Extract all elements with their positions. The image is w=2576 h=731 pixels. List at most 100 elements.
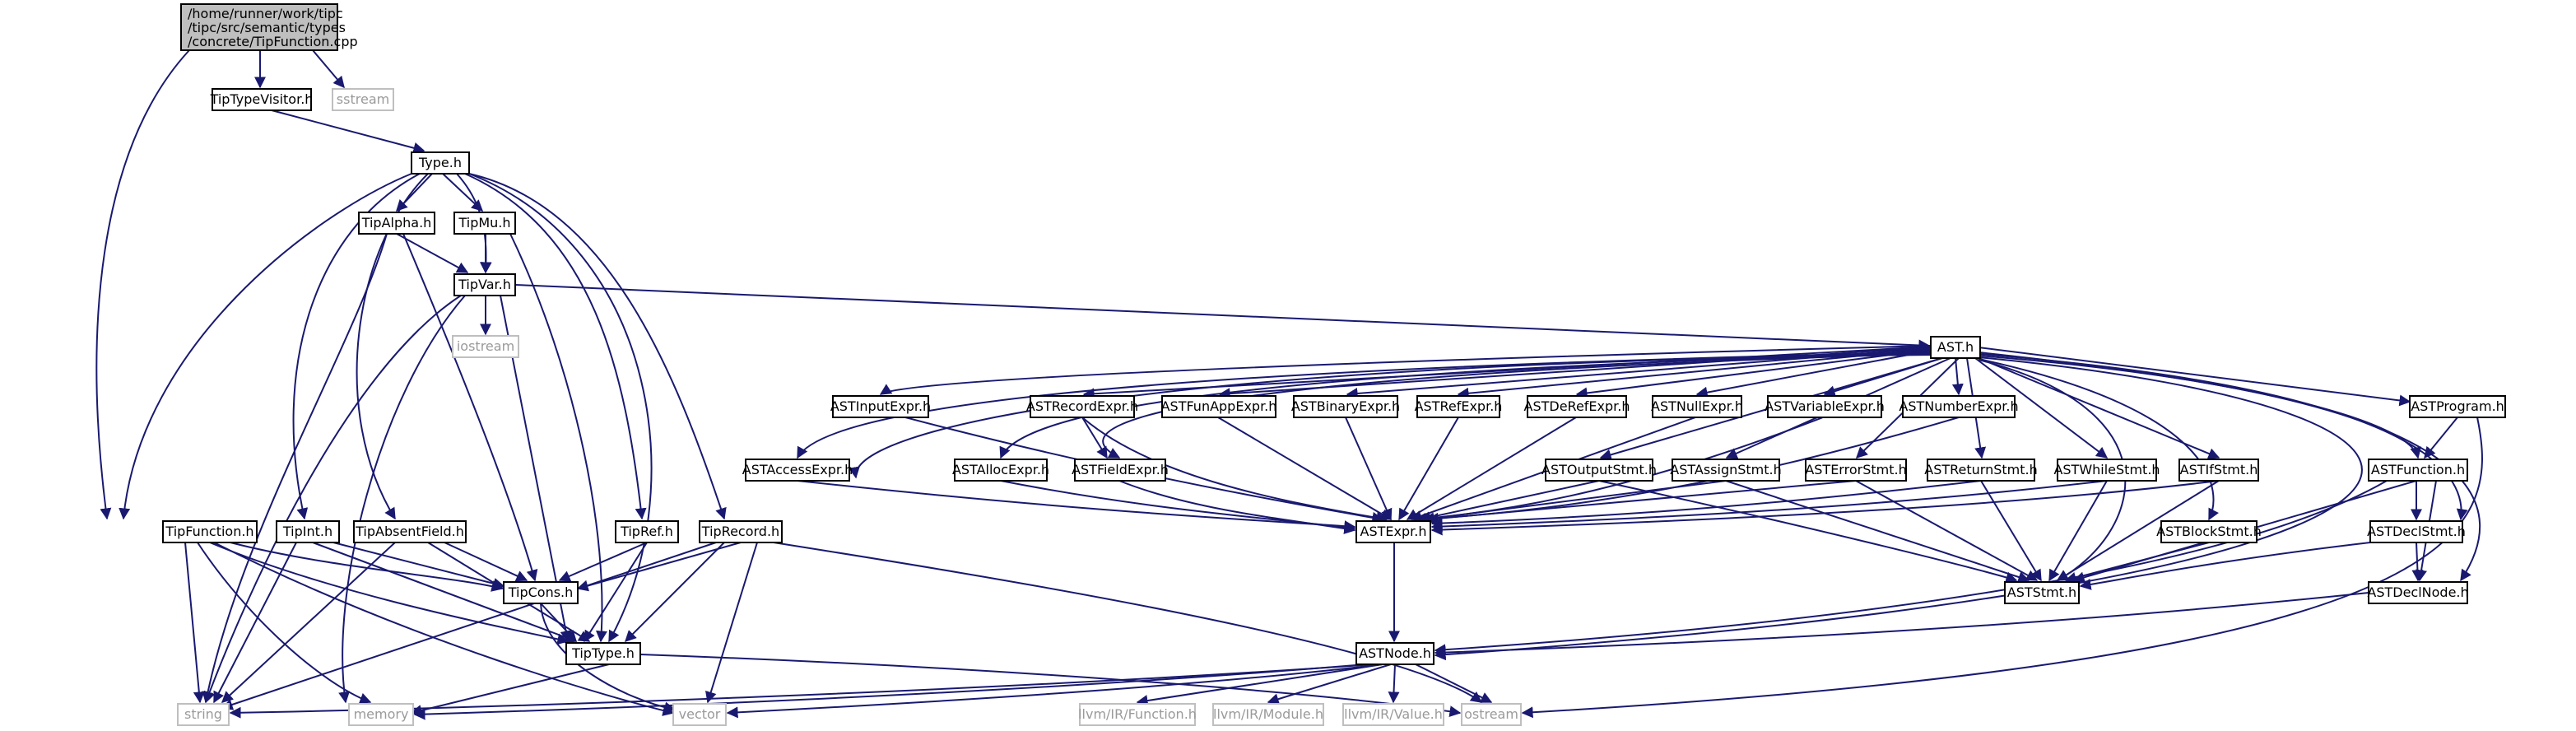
node-astaccessexpr[interactable]: ASTAccessExpr.h [742, 459, 853, 482]
node-astexpr[interactable]: ASTExpr.h [1355, 520, 1431, 543]
node-astfunction[interactable]: ASTFunction.h [2368, 459, 2468, 482]
node-astvariableexpr[interactable]: ASTVariableExpr.h [1765, 395, 1885, 418]
svg-text:ASTBinaryExpr.h: ASTBinaryExpr.h [1291, 398, 1400, 414]
node-aststmt[interactable]: ASTStmt.h [2004, 581, 2080, 604]
node-astnullexpr[interactable]: ASTNullExpr.h [1651, 395, 1743, 418]
include-edge [292, 173, 421, 520]
root-path-line-2: /tipc/src/semantic/types [188, 20, 346, 35]
node-astdeclnode[interactable]: ASTDeclNode.h [2367, 581, 2469, 604]
node-asterrorstmt[interactable]: ASTErrorStmt.h [1805, 459, 1907, 482]
include-edge [413, 663, 1367, 720]
node-iostream[interactable]: iostream [452, 335, 519, 358]
include-edge [1695, 350, 1932, 398]
include-edge [1521, 417, 2483, 719]
node-astinputexpr[interactable]: ASTInputExpr.h [830, 395, 931, 418]
node-astrefexpr[interactable]: ASTRefExpr.h [1415, 395, 1503, 418]
node-memory[interactable]: memory [348, 703, 414, 726]
node-tipint[interactable]: TipInt.h [276, 520, 340, 543]
include-edge [221, 542, 717, 710]
node-astblockstmt[interactable]: ASTBlockStmt.h [2156, 520, 2262, 543]
node-astfunappexpr[interactable]: ASTFunAppExpr.h [1161, 395, 1277, 418]
include-edge [119, 173, 412, 520]
node-astbinaryexpr[interactable]: ASTBinaryExpr.h [1291, 395, 1400, 418]
svg-text:llvm/IR/Value.h: llvm/IR/Value.h [1344, 706, 1443, 722]
svg-text:llvm/IR/Module.h: llvm/IR/Module.h [1213, 706, 1323, 722]
include-edge [1422, 480, 1727, 524]
node-llvm-function[interactable]: llvm/IR/Function.h [1078, 703, 1197, 726]
include-edge [2056, 480, 2220, 581]
include-edge [184, 542, 205, 704]
include-edge [396, 233, 469, 273]
node-string[interactable]: string [177, 703, 230, 726]
include-edge [797, 352, 1932, 459]
node-vector[interactable]: vector [672, 703, 727, 726]
include-edge [558, 542, 648, 582]
include-edge [312, 49, 345, 89]
root-path-line-1: /home/runner/work/tipc [188, 6, 343, 21]
node-astifstmt[interactable]: ASTIfStmt.h [2178, 459, 2259, 482]
node-astassignstmt[interactable]: ASTAssignStmt.h [1670, 459, 1782, 482]
svg-text:ASTOutputStmt.h: ASTOutputStmt.h [1541, 462, 1657, 477]
node-type[interactable]: Type.h [411, 151, 470, 175]
node-astfieldexpr[interactable]: ASTFieldExpr.h [1072, 459, 1169, 482]
node-astallocexpr[interactable]: ASTAllocExpr.h [952, 459, 1049, 482]
include-edge [202, 233, 388, 704]
svg-text:ASTReturnStmt.h: ASTReturnStmt.h [1924, 462, 2037, 477]
node-tipvar[interactable]: TipVar.h [453, 273, 516, 296]
node-tiprecord[interactable]: TipRecord.h [699, 520, 783, 543]
svg-text:TipCons.h: TipCons.h [508, 584, 574, 600]
svg-text:ASTAllocExpr.h: ASTAllocExpr.h [952, 462, 1049, 477]
node-ostream[interactable]: ostream [1461, 703, 1522, 726]
node-root-file[interactable]: /home/runner/work/tipc /tipc/src/semanti… [180, 3, 358, 51]
node-astnode[interactable]: ASTNode.h [1355, 642, 1434, 665]
include-edge [197, 542, 372, 705]
include-edge [1406, 417, 1577, 520]
node-astdeclstmt[interactable]: ASTDeclStmt.h [2367, 520, 2466, 543]
svg-text:TipInt.h: TipInt.h [282, 524, 332, 539]
include-edge [1434, 356, 2363, 661]
include-edge [2048, 480, 2108, 582]
svg-text:vector: vector [679, 706, 721, 722]
svg-text:TipVar.h: TipVar.h [458, 277, 511, 292]
node-sstream[interactable]: sstream [332, 88, 394, 111]
include-edge [312, 542, 578, 644]
node-tipcons[interactable]: TipCons.h [503, 581, 579, 604]
node-ast[interactable]: AST.h [1930, 336, 1981, 359]
svg-text:ASTFunction.h: ASTFunction.h [2371, 462, 2465, 477]
svg-text:TipType.h: TipType.h [571, 645, 635, 661]
include-edge [1978, 353, 2468, 521]
svg-text:ASTAccessExpr.h: ASTAccessExpr.h [742, 462, 853, 477]
svg-text:ASTDeclStmt.h: ASTDeclStmt.h [2367, 524, 2466, 539]
node-astreturnstmt[interactable]: ASTReturnStmt.h [1924, 459, 2038, 482]
svg-text:ASTInputExpr.h: ASTInputExpr.h [830, 398, 931, 414]
node-llvm-module[interactable]: llvm/IR/Module.h [1212, 703, 1324, 726]
include-edge [584, 542, 648, 643]
svg-text:ASTDeRefExpr.h: ASTDeRefExpr.h [1524, 398, 1630, 414]
node-tipmu[interactable]: TipMu.h [453, 212, 516, 235]
node-tipabsentfield[interactable]: TipAbsentField.h [353, 520, 467, 543]
node-astoutputstmt[interactable]: ASTOutputStmt.h [1541, 459, 1657, 482]
node-tiptypevisitor[interactable]: TipTypeVisitor.h [210, 88, 314, 111]
node-tipalpha[interactable]: TipAlpha.h [358, 212, 435, 235]
svg-text:llvm/IR/Function.h: llvm/IR/Function.h [1078, 706, 1197, 722]
node-tipref[interactable]: TipRef.h [615, 520, 679, 543]
node-astderefexpr[interactable]: ASTDeRefExpr.h [1524, 395, 1630, 418]
svg-text:ASTRecordExpr.h: ASTRecordExpr.h [1026, 398, 1138, 414]
include-edge [464, 173, 647, 520]
node-astrecordexpr[interactable]: ASTRecordExpr.h [1026, 395, 1138, 418]
svg-text:iostream: iostream [457, 338, 514, 354]
include-edge [271, 109, 425, 154]
svg-text:ASTFieldExpr.h: ASTFieldExpr.h [1072, 462, 1169, 477]
node-astprogram[interactable]: ASTProgram.h [2409, 395, 2506, 418]
node-astwhilestmt[interactable]: ASTWhileStmt.h [2053, 459, 2160, 482]
include-edge [203, 295, 462, 704]
node-tipfunction[interactable]: TipFunction.h [162, 520, 258, 543]
include-edge [705, 542, 758, 704]
node-astnumberexpr[interactable]: ASTNumberExpr.h [1899, 395, 2019, 418]
include-edge [1426, 480, 1857, 524]
include-edge [468, 173, 727, 520]
node-tiptype[interactable]: TipType.h [565, 642, 641, 665]
node-llvm-value[interactable]: llvm/IR/Value.h [1342, 703, 1444, 726]
include-edge [209, 542, 570, 645]
